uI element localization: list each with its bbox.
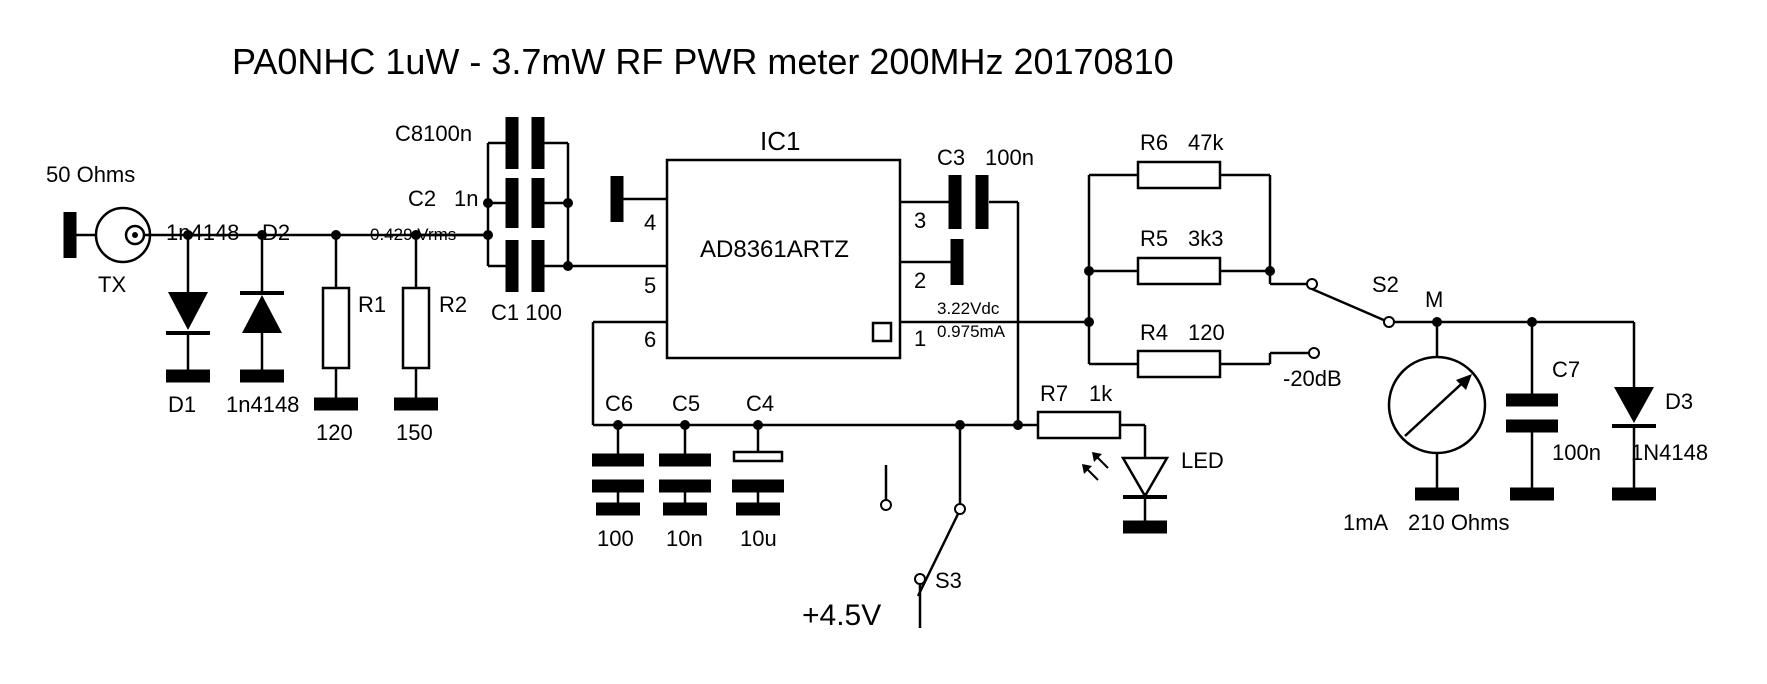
- switch-s3-contact: [954, 503, 966, 515]
- d3-type-label: 1N4148: [1631, 440, 1708, 465]
- r7-label: R7: [1040, 381, 1068, 406]
- supply-voltage-label: +4.5V: [802, 599, 881, 632]
- c6-value: 100: [597, 526, 634, 551]
- capacitor-c5: [659, 425, 711, 516]
- input-impedance-label: 50 Ohms: [46, 162, 135, 187]
- resistor-r2: [394, 235, 438, 411]
- capacitor-c6: [592, 425, 644, 516]
- resistor-r1: [314, 235, 358, 411]
- resistor-r5: [1136, 256, 1222, 286]
- led-indicator: [1082, 425, 1170, 534]
- ic-pin6: 6: [644, 327, 656, 352]
- c5-label: C5: [672, 391, 700, 416]
- c5-value: 10n: [666, 526, 703, 551]
- r4-label: R4: [1140, 320, 1168, 345]
- attenuation-label: -20dB: [1283, 366, 1342, 391]
- junction-dot: [183, 230, 193, 240]
- r6-value: 47k: [1188, 130, 1224, 155]
- r4-value: 120: [1188, 320, 1225, 345]
- junction-dot: [483, 230, 493, 240]
- c2-value: 1n: [454, 186, 478, 211]
- r7-value: 1k: [1089, 381, 1113, 406]
- ic-ref: IC1: [760, 126, 800, 156]
- switch-s2-contact: [1308, 347, 1320, 359]
- diode-d3: [1612, 322, 1656, 501]
- bnc-connector: [63, 206, 152, 264]
- capacitor-bank: [486, 117, 570, 292]
- junction-dot: [1084, 317, 1094, 327]
- input-voltage-label: 0.429 Vrms: [370, 225, 456, 244]
- switch-s3-contact: [880, 499, 892, 511]
- ic-body: [665, 158, 902, 360]
- c6-label: C6: [605, 391, 633, 416]
- d1-label: D1: [168, 392, 196, 417]
- switch-s2-common: [1383, 316, 1395, 328]
- diode-d1: [166, 235, 210, 383]
- junction-dot: [331, 230, 341, 240]
- c1-label: C1 100: [491, 300, 562, 325]
- c7-value: 100n: [1552, 440, 1601, 465]
- d1-type-label: 1n4148: [226, 392, 299, 417]
- switch-s2-contact: [1306, 278, 1318, 290]
- capacitor-c4: [732, 425, 784, 516]
- c3-label: C3: [937, 145, 965, 170]
- c8-label: C8100n: [395, 121, 472, 146]
- c3-value: 100n: [985, 145, 1034, 170]
- r1-label: R1: [358, 292, 386, 317]
- ic-pin4: 4: [644, 210, 656, 235]
- d2-type-label: 1n4148: [166, 220, 239, 245]
- capacitor-c7: [1506, 322, 1558, 501]
- junction-dot: [1084, 266, 1094, 276]
- r5-value: 3k3: [1188, 226, 1223, 251]
- ic-pin1: 1: [914, 326, 926, 351]
- led-label: LED: [1181, 448, 1224, 473]
- resistor-r7: [1036, 410, 1122, 440]
- ammeter: [1387, 322, 1487, 501]
- ic-pin5: 5: [644, 273, 656, 298]
- meter-resistance: 210 Ohms: [1408, 510, 1510, 535]
- meter-range: 1mA: [1343, 510, 1389, 535]
- r2-value: 150: [396, 420, 433, 445]
- c7-label: C7: [1552, 357, 1580, 382]
- ic-pin2: 2: [914, 268, 926, 293]
- c4-label: C4: [746, 391, 774, 416]
- output-voltage-label: 3.22Vdc: [937, 299, 1000, 318]
- s3-label: S3: [935, 568, 962, 593]
- connector-label: TX: [98, 272, 126, 297]
- meter-ref: M: [1425, 287, 1443, 312]
- ic-pin1-marker: [871, 321, 893, 343]
- switch-s2-lever: [1311, 287, 1387, 323]
- c4-value: 10u: [740, 526, 777, 551]
- resistor-r6: [1136, 160, 1222, 190]
- output-current-label: 0.975mA: [937, 322, 1006, 341]
- d2-label: D2: [262, 220, 290, 245]
- junction-dot: [563, 198, 573, 208]
- r2-label: R2: [439, 292, 467, 317]
- diode-d2: [240, 235, 284, 383]
- switch-s3-common: [914, 573, 926, 585]
- ic-pin3: 3: [914, 208, 926, 233]
- junction-dot: [483, 198, 493, 208]
- c2-label: C2: [408, 186, 436, 211]
- s2-label: S2: [1372, 272, 1399, 297]
- r5-label: R5: [1140, 226, 1168, 251]
- schematic-title: PA0NHC 1uW - 3.7mW RF PWR meter 200MHz 2…: [232, 41, 1174, 82]
- d3-label: D3: [1665, 389, 1693, 414]
- r6-label: R6: [1140, 130, 1168, 155]
- ic-part-number: AD8361ARTZ: [700, 236, 849, 263]
- junction-dot: [257, 230, 267, 240]
- resistor-r4: [1136, 349, 1222, 379]
- r1-value: 120: [316, 420, 353, 445]
